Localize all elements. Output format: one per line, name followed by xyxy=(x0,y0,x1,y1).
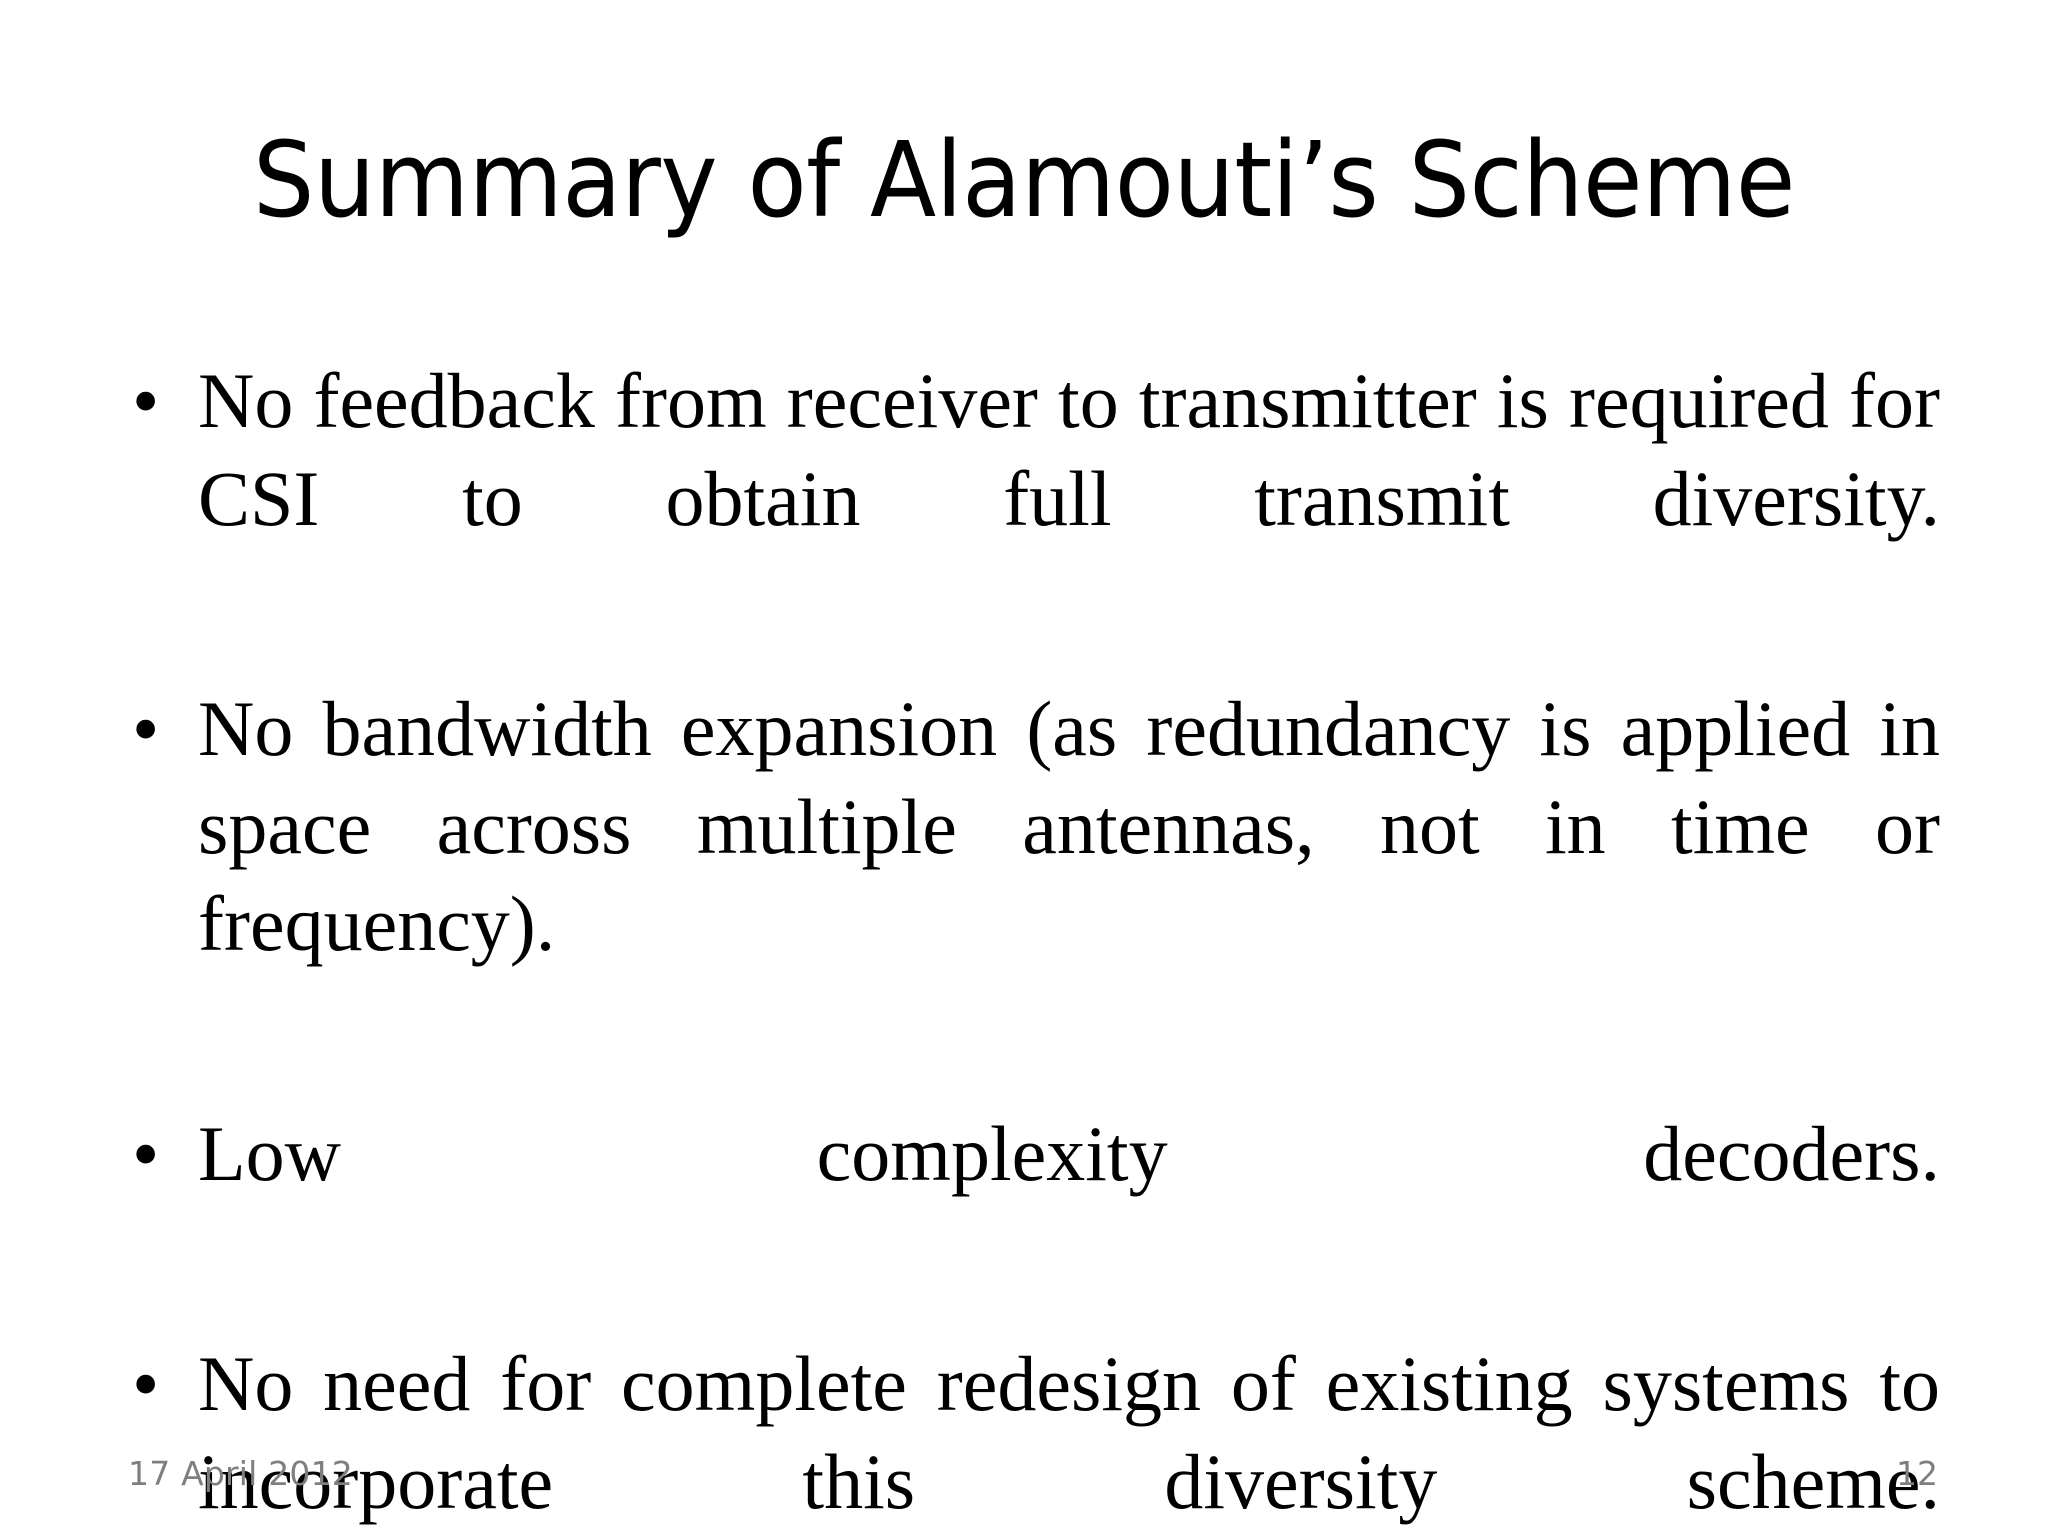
bullet-list: • No feedback from receiver to transmitt… xyxy=(118,352,1940,1536)
list-item: • No feedback from receiver to transmitt… xyxy=(118,352,1940,646)
list-item: • Low complexity decoders. xyxy=(118,1105,1940,1301)
slide-number: 12 xyxy=(1896,1454,1938,1493)
bullet-dot-icon: • xyxy=(132,1339,160,1427)
list-item-text: No feedback from receiver to transmitter… xyxy=(198,357,1940,542)
bullet-dot-icon: • xyxy=(132,1110,160,1198)
list-item: • No need for complete redesign of exist… xyxy=(118,1335,1940,1536)
slide-footer: 17 April 2012 12 xyxy=(0,1416,2048,1536)
list-item-text: No need for complete redesign of existin… xyxy=(198,1339,1940,1525)
list-item-text: No bandwidth expansion (as redundancy is… xyxy=(198,684,1940,968)
list-item: • No bandwidth expansion (as redundancy … xyxy=(118,680,1940,1072)
bullet-dot-icon: • xyxy=(132,357,160,444)
list-item-text: Low complexity decoders. xyxy=(198,1110,1940,1198)
page-title: Summary of Alamouti’s Scheme xyxy=(253,118,1795,241)
footer-date: 17 April 2012 xyxy=(128,1454,353,1493)
slide-title-container: Summary of Alamouti’s Scheme xyxy=(0,52,2048,308)
bullet-dot-icon: • xyxy=(132,684,160,772)
